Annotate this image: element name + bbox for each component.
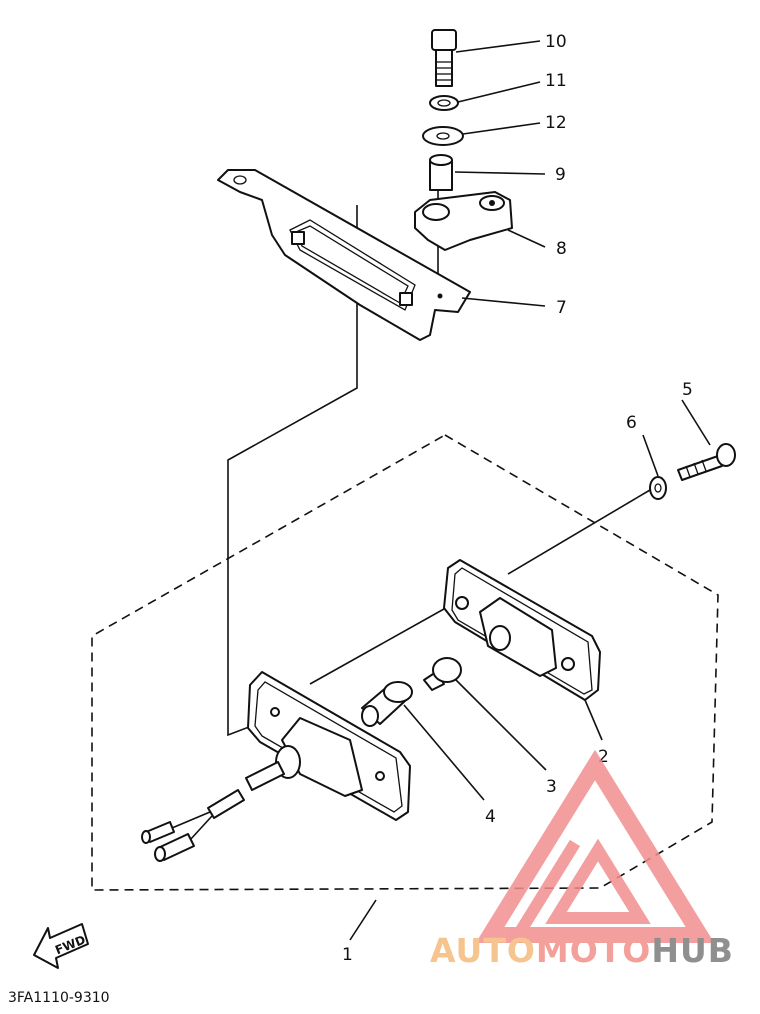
collar-9 [429,154,453,191]
callout-10: 10 [545,32,567,52]
fwd-arrow-icon: FWD [33,923,89,969]
spring-washer-11 [429,95,459,111]
watermark-moto: MOTO [536,931,651,970]
callout-2: 2 [598,747,609,767]
assembly-outline [91,434,719,891]
plain-washer-12 [422,126,464,146]
watermark-hub: HUB [651,931,734,970]
guide-line-lamp-a [309,599,461,685]
guide-line-bracket [227,205,358,737]
bracket-7 [217,169,471,341]
watermark-auto: AUTO [430,931,536,970]
socket-4 [361,681,413,727]
bolt-10 [431,29,457,87]
callout-12: 12 [545,113,567,133]
stay-8 [414,191,513,251]
guide-line-lamp-b [507,489,651,575]
callout-11: 11 [545,71,567,91]
watermark-logo-icon [475,749,715,943]
callout-1: 1 [342,945,353,965]
light-housing-1 [245,671,411,821]
watermark-text: AUTOMOTOHUB [430,931,734,970]
drawing-code: 3FA1110-9310 [8,990,110,1006]
callout-5: 5 [682,380,693,400]
screw-5 [677,443,736,481]
washer-6 [649,476,667,500]
lens-2 [443,559,601,701]
bulb-3 [423,657,462,691]
callout-3: 3 [546,777,557,797]
callout-8: 8 [556,239,567,259]
leader-lines [349,40,711,941]
callout-9: 9 [555,165,566,185]
callout-6: 6 [626,413,637,433]
callout-4: 4 [485,807,496,827]
wire-harness [141,789,245,862]
callout-7: 7 [556,298,567,318]
